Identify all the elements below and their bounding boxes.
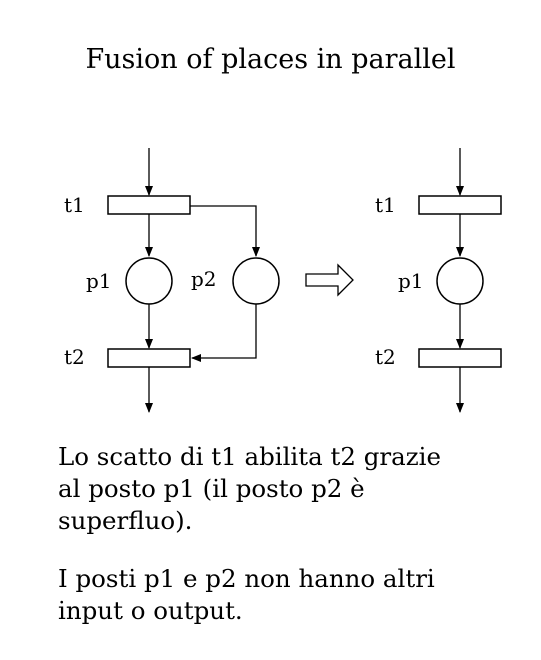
- text-line: superfluo).: [58, 506, 193, 535]
- place-p1-right: [436, 257, 484, 305]
- right-net: t1 p1 t2: [375, 148, 502, 413]
- label-t1-right: t1: [375, 193, 396, 217]
- place-p1: [125, 257, 173, 305]
- text-line: al posto p1 (il posto p2 è: [58, 474, 365, 503]
- label-p1-right: p1: [398, 269, 424, 293]
- transformation-arrow-icon: [305, 263, 354, 297]
- explanation-paragraph: Lo scatto di t1 abilita t2 grazie al pos…: [58, 441, 508, 537]
- text-line: I posti p1 e p2 non hanno altri: [58, 564, 435, 593]
- arc-p2-to-t2: [191, 304, 257, 362]
- text-line: Lo scatto di t1 abilita t2 grazie: [58, 442, 441, 471]
- petri-net-diagram: t1 p1 p2 t2 t1 p1 t2: [64, 148, 502, 413]
- label-t2: t2: [64, 345, 85, 369]
- label-p1: p1: [86, 269, 112, 293]
- transition-t2-right: [418, 348, 502, 368]
- label-t1: t1: [64, 193, 85, 217]
- page-title: Fusion of places in parallel: [85, 44, 456, 75]
- left-net: t1 p1 p2 t2: [64, 148, 280, 413]
- text-line: input o output.: [58, 596, 243, 625]
- transition-t1: [107, 195, 191, 215]
- label-p2: p2: [191, 267, 217, 291]
- place-p2: [232, 257, 280, 305]
- transition-t2: [107, 348, 191, 368]
- label-t2-right: t2: [375, 345, 396, 369]
- note-paragraph: I posti p1 e p2 non hanno altri input o …: [58, 563, 508, 627]
- transition-t1-right: [418, 195, 502, 215]
- arc-t1-to-p2: [190, 205, 260, 257]
